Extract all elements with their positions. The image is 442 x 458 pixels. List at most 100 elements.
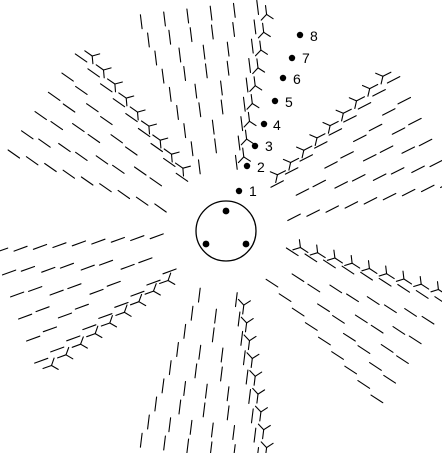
dash-mark [330,285,342,293]
chevron-mark [253,388,258,394]
dash-mark [345,366,357,374]
dash-mark [184,324,186,338]
dash-mark [392,128,405,134]
dash-mark [101,117,113,125]
chevron-stem [142,121,149,126]
dash-mark [199,345,201,359]
dash-mark [241,331,243,345]
dash-mark [210,442,212,453]
chevron-mark [124,305,127,312]
dash-mark [187,9,189,23]
chevron-mark [160,140,161,148]
dash-mark [318,304,330,312]
dash-mark [113,99,124,107]
dash-mark [75,54,87,62]
chevron-mark [315,138,317,146]
dash-mark [155,51,157,65]
chevron-mark [302,150,304,158]
dash-mark [140,15,142,29]
dash-mark [206,384,208,398]
dash-mark [184,382,186,396]
chevron-stem [357,97,365,101]
chevron-mark [52,358,55,365]
chevron-mark [52,366,59,370]
dash-mark [238,136,240,150]
dash-mark [326,206,339,212]
chevron-mark [160,138,168,140]
chevron-stem [246,323,247,332]
dash-mark [221,81,223,95]
dash-mark [199,103,201,117]
chevron-mark [104,70,105,78]
dash-mark [163,269,176,274]
dash-mark [227,406,229,420]
dash-mark [203,45,205,59]
point-4-label: 4 [273,117,281,133]
dash-mark [308,284,320,292]
chevron-mark [256,406,261,412]
dash-mark [257,448,259,453]
dash-mark [0,248,8,253]
dash-mark [344,116,357,122]
chevron-mark [252,354,259,358]
dash-mark [347,294,359,302]
dash-mark [190,28,192,42]
center-dot [223,208,230,215]
dash-mark [155,204,166,212]
chevron-mark [92,56,93,64]
chevron-mark [368,89,370,97]
dash-mark [435,297,442,305]
dash-mark [227,42,229,56]
chevron-mark [345,263,352,265]
chevron-mark [252,104,259,108]
chevron-stem [131,302,139,305]
chevron-stem [300,248,308,253]
chevron-mark [115,84,116,92]
chevron-mark [250,86,255,92]
dash-mark [324,260,336,268]
chevron-mark [183,166,191,168]
chevron-mark [115,82,123,84]
chevron-mark [253,68,258,74]
dash-mark [21,267,34,272]
chevron-stem [101,323,110,326]
chevron-stem [263,23,264,32]
chevron-mark [414,284,422,286]
chevron-mark [241,139,246,145]
dash-mark [29,287,42,292]
chevron-mark [149,124,157,126]
dash-mark [398,285,410,293]
dash-mark [26,157,38,165]
dash-mark [191,142,193,156]
chevron-stem [85,51,92,56]
dash-mark [164,12,166,26]
dash-mark [292,308,304,316]
chevron-mark [95,326,98,333]
point-3-dot [252,143,258,149]
dash-mark [100,184,112,192]
dash-mark [19,314,32,319]
chevron-mark [110,323,117,327]
dash-mark [139,258,152,263]
chevron-stem [108,79,115,84]
dash-mark [369,124,382,130]
dash-mark [53,243,66,248]
dash-mark [364,198,377,204]
chevron-stem [291,158,299,162]
dash-mark [393,327,405,335]
chevron-mark [138,110,146,112]
chevron-mark [258,390,265,394]
chevron-mark [258,424,263,430]
dash-mark [422,185,435,191]
chevron-stem [352,263,360,268]
chevron-mark [81,337,84,344]
dash-mark [8,150,19,158]
chevron-stem [266,448,267,453]
dash-mark [92,239,105,244]
dash-mark [190,420,192,434]
chevron-stem [343,109,351,113]
dash-mark [249,390,251,404]
dash-mark [131,291,144,296]
arm-5 [0,234,176,370]
dash-mark [126,114,137,122]
